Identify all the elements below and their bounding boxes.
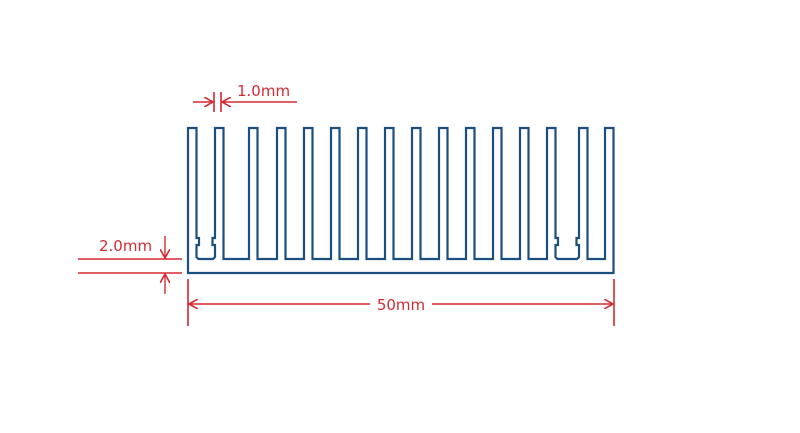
heatsink-profile xyxy=(186,126,615,275)
overall-width-dimension xyxy=(187,279,615,326)
fin-thickness-dimension xyxy=(193,92,297,112)
fin-thickness-label: 1.0mm xyxy=(237,82,290,100)
overall-width-label: 50mm xyxy=(377,296,425,314)
base-thickness-label: 2.0mm xyxy=(99,237,152,255)
base-thickness-dimension xyxy=(78,236,182,294)
